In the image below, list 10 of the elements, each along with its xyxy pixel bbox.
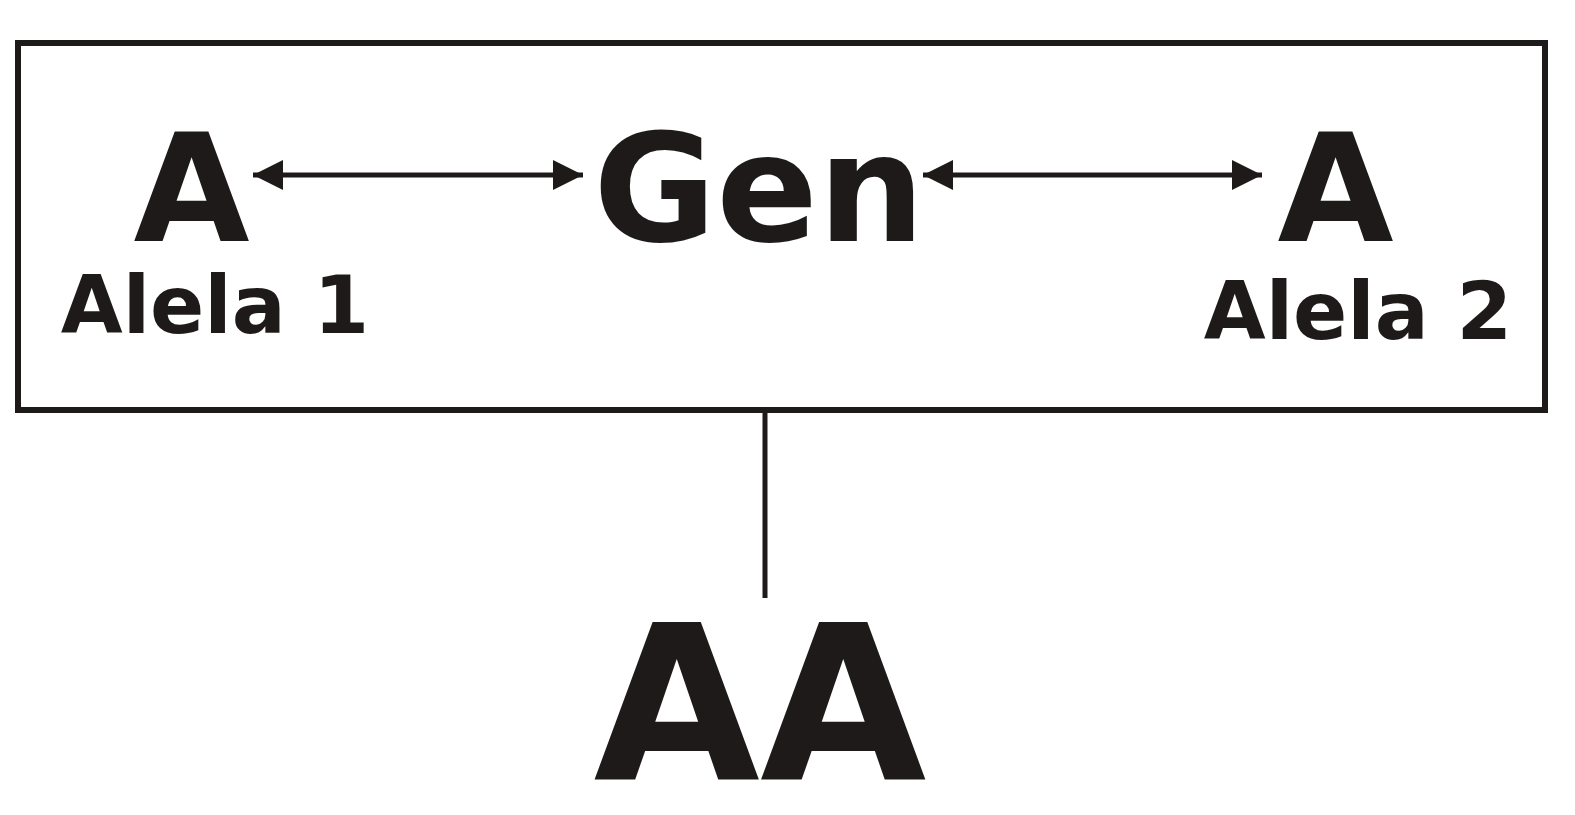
arrow <box>253 160 583 190</box>
enclosing-box <box>15 40 1548 413</box>
text-label: Gen <box>589 114 929 264</box>
text-label: AA <box>580 598 940 813</box>
connector-line <box>762 413 768 598</box>
caption-label: Alela 2 <box>1202 272 1514 352</box>
caption-label: Alela 1 <box>59 266 371 346</box>
text-label: A <box>1268 114 1403 264</box>
text-label: A <box>124 114 259 264</box>
arrow <box>923 160 1262 190</box>
